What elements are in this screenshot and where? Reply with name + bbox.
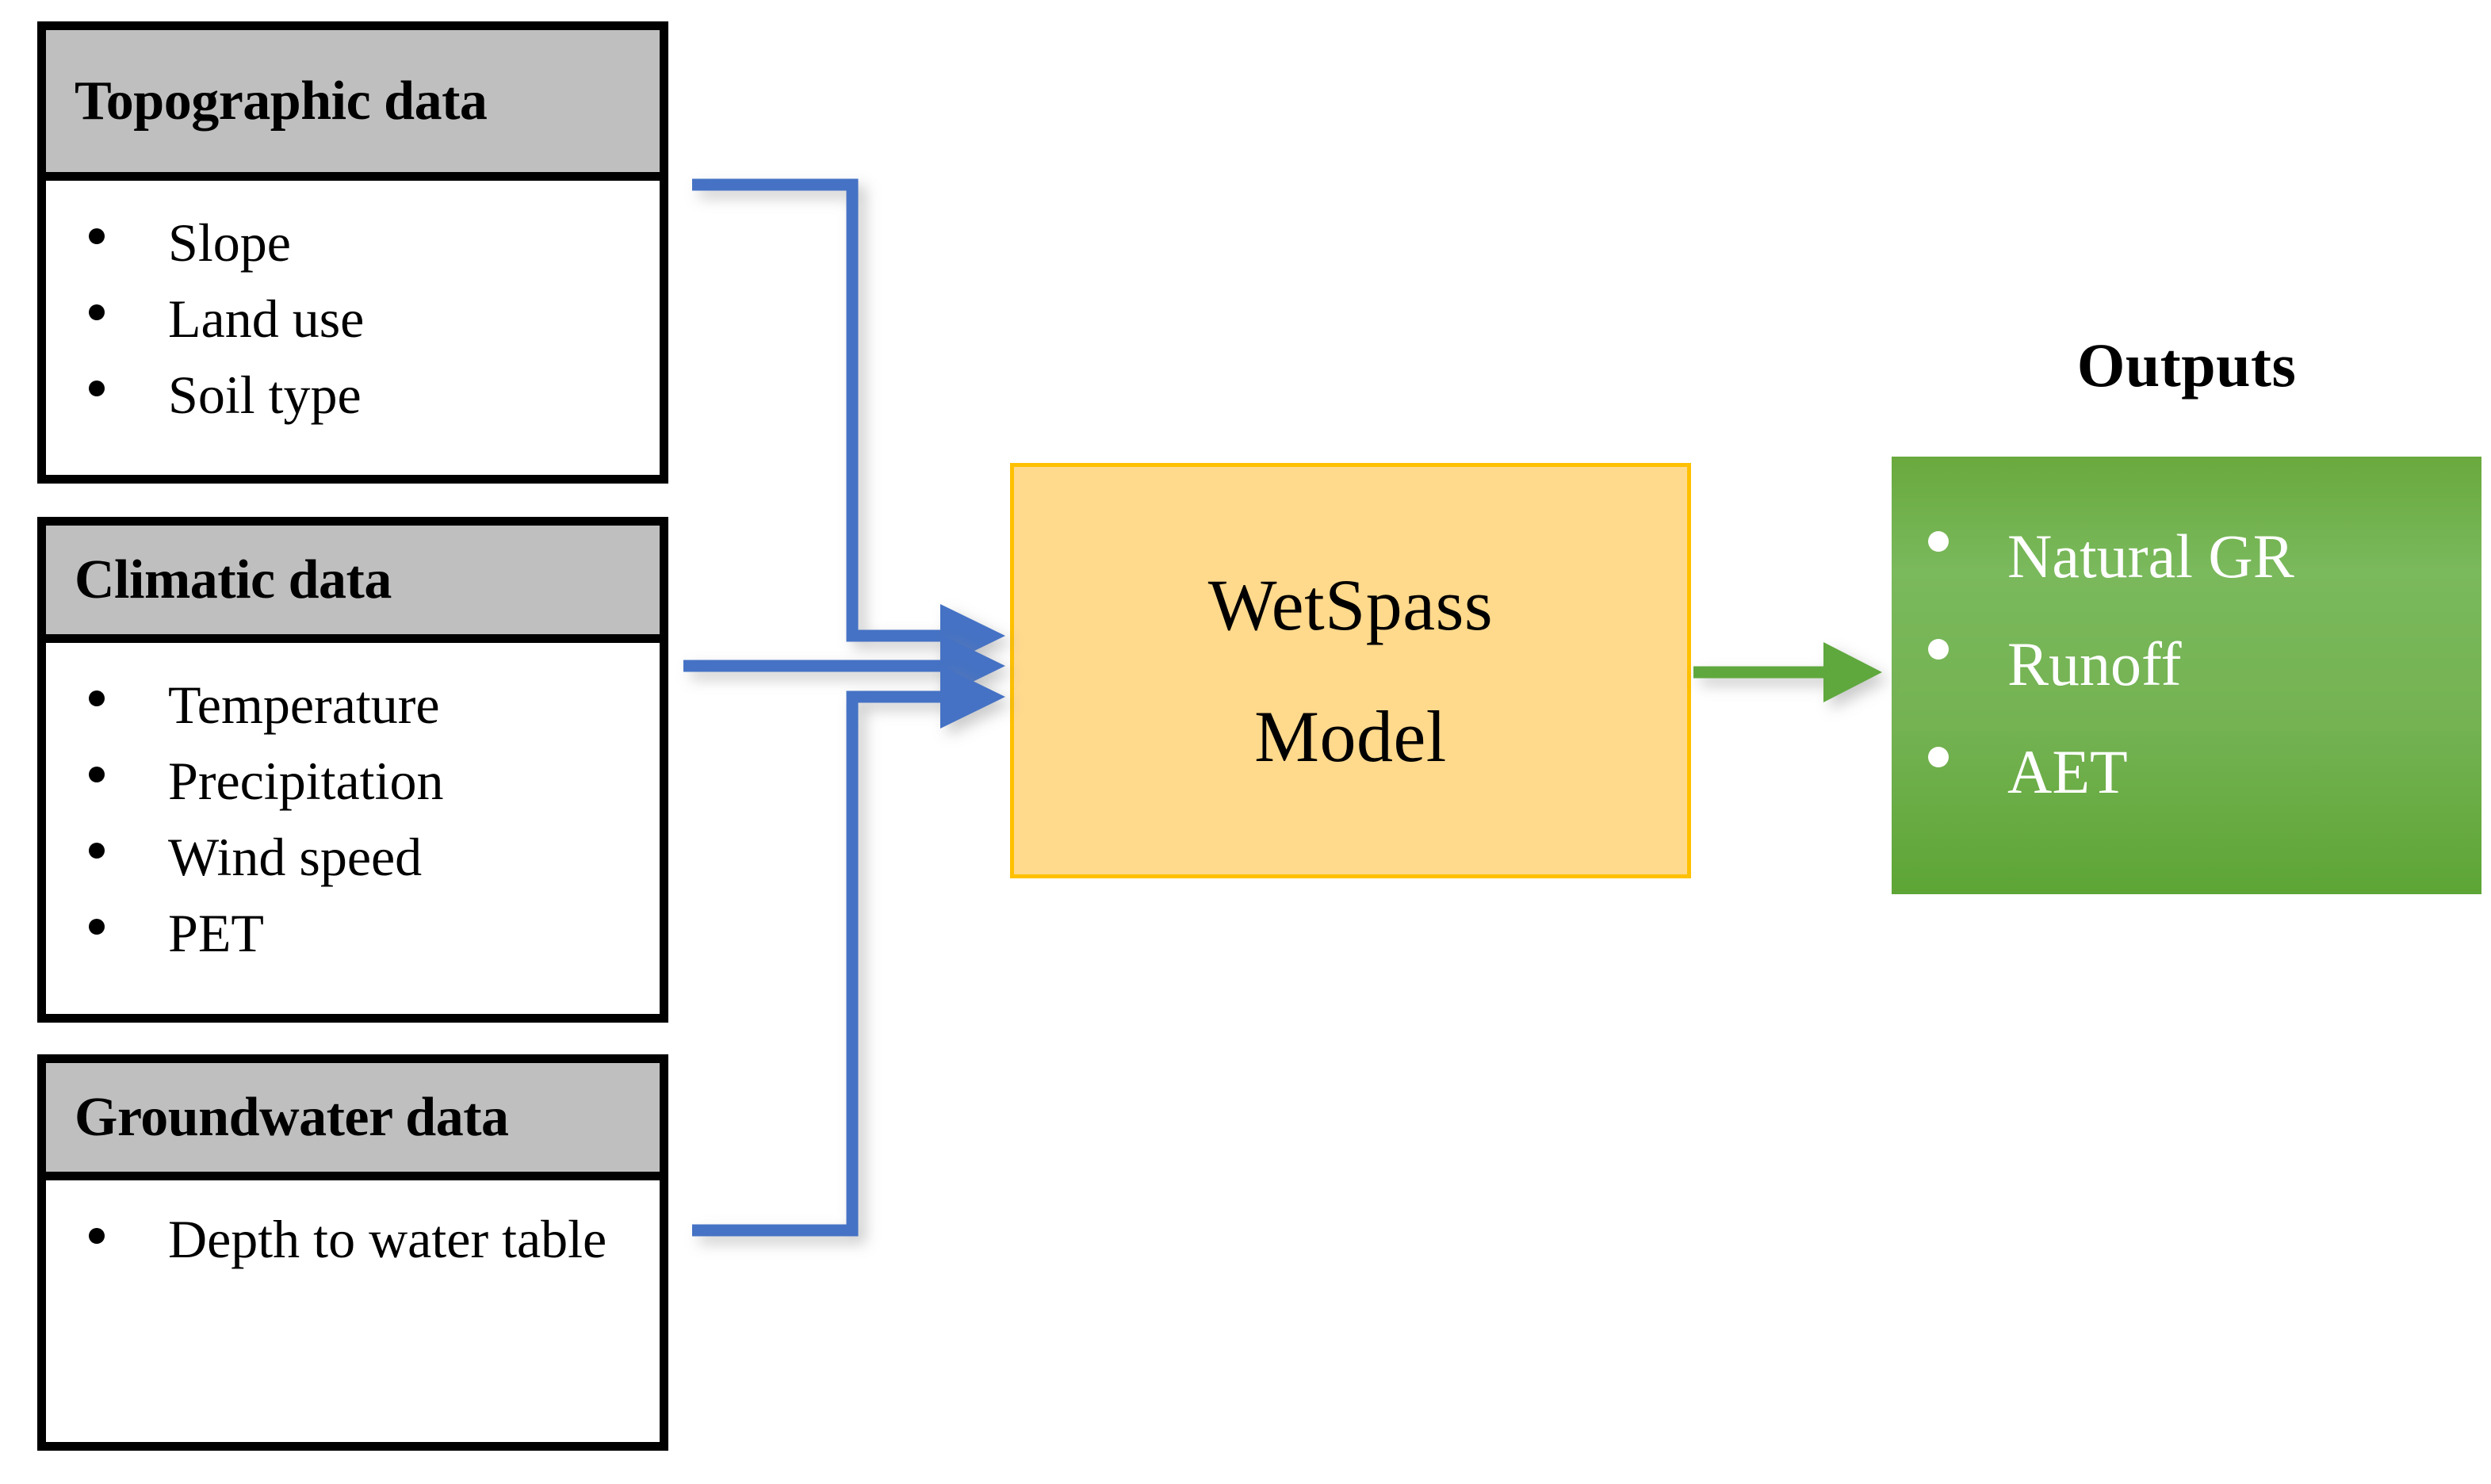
outputs-box: Natural GR Runoff AET [1892, 457, 2481, 894]
list-item-label: PET [168, 903, 264, 963]
list-item: AET [1920, 718, 2466, 826]
bullet-icon [1928, 638, 1949, 660]
list-item-label: Natural GR [2007, 522, 2294, 591]
list-item: Runoff [1920, 610, 2466, 718]
bullet-icon [1928, 530, 1949, 552]
arrow-groundwater-to-model [692, 665, 1005, 1237]
list-item-label: Runoff [2007, 629, 2182, 698]
bullet-icon [89, 918, 105, 935]
bullet-icon [89, 380, 105, 396]
arrow-topographic-to-model [692, 178, 1005, 667]
list-item-label: Temperature [168, 675, 440, 735]
input-box-topographic: Topographic data Slope Land use Soil typ… [37, 21, 668, 484]
groundwater-item-list: Depth to water table [82, 1204, 645, 1274]
list-item: Precipitation [82, 743, 645, 819]
bullet-icon [89, 304, 105, 320]
list-item-label: Wind speed [168, 827, 423, 887]
list-item-label: Land use [168, 289, 365, 349]
bullet-icon [89, 842, 105, 859]
bullet-icon [89, 766, 105, 782]
input-box-topographic-header: Topographic data [46, 30, 660, 181]
outputs-item-list: Natural GR Runoff AET [1920, 503, 2466, 826]
list-item: Land use [82, 281, 645, 357]
input-box-climatic-header: Climatic data [46, 526, 660, 643]
arrow-model-to-outputs [1693, 642, 1882, 702]
bullet-icon [89, 1227, 105, 1244]
list-item-label: Depth to water table [168, 1209, 607, 1269]
list-item-label: AET [2007, 737, 2128, 806]
model-title-line-1: WetSpass [1207, 564, 1494, 645]
model-title-line-2: Model [1254, 696, 1447, 777]
list-item-label: Soil type [168, 365, 362, 425]
list-item-label: Precipitation [168, 751, 444, 811]
list-item: Wind speed [82, 819, 645, 895]
topographic-item-list: Slope Land use Soil type [82, 205, 645, 433]
bullet-icon [89, 228, 105, 244]
input-box-climatic-body: Temperature Precipitation Wind speed PET [46, 643, 660, 1014]
list-item: PET [82, 895, 645, 971]
wetspass-model-box: WetSpass Model [1010, 463, 1691, 878]
list-item: Natural GR [1920, 503, 2466, 610]
input-box-groundwater-body: Depth to water table [46, 1180, 660, 1442]
bullet-icon [1928, 746, 1949, 767]
input-box-climatic: Climatic data Temperature Precipitation … [37, 517, 668, 1023]
input-box-groundwater-header: Groundwater data [46, 1063, 660, 1180]
input-box-groundwater: Groundwater data Depth to water table [37, 1054, 668, 1451]
list-item: Temperature [82, 667, 645, 743]
list-item: Slope [82, 205, 645, 281]
list-item: Soil type [82, 357, 645, 433]
input-box-topographic-body: Slope Land use Soil type [46, 181, 660, 475]
list-item-label: Slope [168, 212, 291, 273]
climatic-item-list: Temperature Precipitation Wind speed PET [82, 667, 645, 971]
list-item: Depth to water table [82, 1204, 645, 1274]
bullet-icon [89, 690, 105, 706]
outputs-title: Outputs [2076, 331, 2297, 400]
arrow-climatic-to-model [683, 634, 1005, 698]
